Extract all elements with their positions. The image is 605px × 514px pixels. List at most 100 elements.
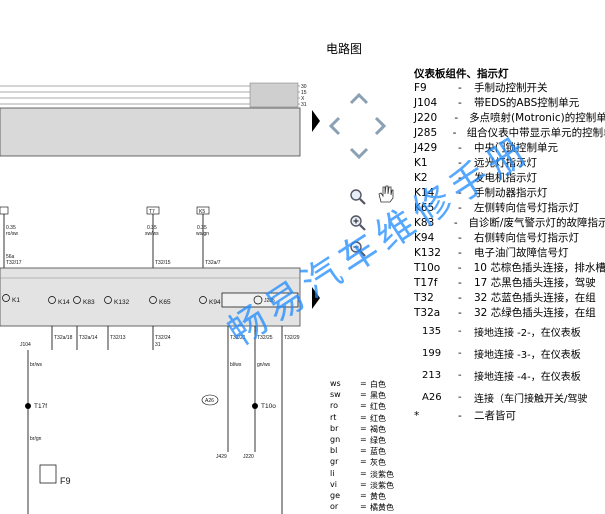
color-name: 红色 — [370, 413, 386, 423]
legend-row: 199-接地连接 -3-，在仪表板 — [414, 342, 605, 364]
color-name: 褐色 — [370, 424, 386, 434]
legend-row: J104-带EDS的ABS控制单元 — [414, 96, 580, 110]
color-row: sw=黑色 — [330, 390, 386, 401]
color-code: bl — [330, 446, 338, 456]
legend-code: 199 — [422, 347, 442, 359]
legend-code: T17f — [414, 276, 438, 289]
legend-desc: 手制动控制开关 — [474, 82, 548, 94]
pan-down-icon[interactable] — [348, 146, 370, 160]
panel-title: 电路图 — [326, 42, 363, 56]
bus-label: X — [301, 96, 305, 102]
legend-row: J429-中央门锁控制单元 — [414, 141, 558, 155]
legend-code: K2 — [414, 171, 428, 184]
bus-label: 31 — [301, 102, 307, 108]
color-row: li=淡紫色 — [330, 468, 394, 479]
legend-row: T10o-10 芯棕色插头连接，排水槽 — [414, 261, 605, 275]
legend-code: K132 — [414, 246, 441, 259]
wire-color: ws/gn — [196, 231, 209, 237]
bus-label: 30 — [301, 84, 307, 90]
wire-color: ro/sw — [6, 231, 18, 237]
legend-code: T32 — [414, 291, 434, 304]
connector-label: T32a/18 — [54, 335, 73, 341]
connector-label: A26 — [205, 398, 214, 404]
legend-row: F9-手制动控制开关 — [414, 81, 548, 95]
legend-code: J285 — [414, 126, 438, 139]
connector-label: T10o — [261, 403, 276, 410]
wire-color: gn/ws — [257, 362, 271, 368]
color-row: bl=蓝色 — [330, 446, 386, 457]
pan-right-icon[interactable] — [373, 115, 387, 137]
legend-code: 213 — [422, 369, 442, 381]
pan-up-icon[interactable] — [348, 92, 370, 106]
legend-code: * — [414, 409, 420, 422]
component-label: K132 — [114, 299, 130, 306]
component-legend: F9-手制动控制开关 J104-带EDS的ABS控制单元 J220-多点喷射(M… — [414, 80, 605, 423]
color-row: br=褐色 — [330, 423, 386, 434]
expand-right-arrow[interactable] — [312, 110, 320, 132]
lamp-k65 — [149, 296, 157, 304]
wire-color: bl/ws — [230, 362, 242, 368]
lower-wires — [27, 326, 283, 514]
connector-dot — [25, 403, 31, 409]
color-code: or — [330, 502, 339, 512]
connector-label: 56a — [6, 254, 15, 260]
legend-desc: 17 芯黑色插头连接，驾驶 — [474, 277, 596, 289]
color-code: vi — [330, 479, 337, 489]
legend-desc: 二者皆可 — [474, 410, 516, 422]
legend-desc: 发电机指示灯 — [474, 172, 537, 184]
legend-row: J220-多点喷射(Motronic)的控制单元 — [414, 111, 605, 125]
zoom-fit-icon[interactable] — [349, 188, 367, 206]
legend-desc: 连接（车门接触开关/驾驶 — [474, 393, 588, 405]
legend-code: K83 — [414, 216, 435, 229]
legend-desc: 电子油门故障信号灯 — [474, 247, 569, 259]
legend-desc: 32 芯绿色插头连接，在组 — [474, 307, 596, 319]
legend-code: T32a — [414, 306, 441, 319]
legend-desc: 接地连接 -4-，在仪表板 — [474, 371, 581, 383]
legend-desc: 右侧转向信号灯指示灯 — [474, 232, 579, 244]
legend-row: T17f-17 芯黑色插头连接，驾驶 — [414, 276, 596, 290]
j285-symbol — [253, 295, 263, 305]
color-row: rt=红色 — [330, 412, 386, 423]
legend-code: T10o — [414, 261, 441, 274]
hand-pan-icon[interactable] — [376, 184, 394, 204]
legend-row: K83-自诊断/废气警示灯的故障指示灯 — [414, 216, 605, 230]
pan-left-icon[interactable] — [328, 115, 342, 137]
legend-desc: 手制动器指示灯 — [474, 187, 548, 199]
wire-color: br/gn — [30, 436, 42, 442]
zoom-in-icon[interactable] — [349, 214, 367, 232]
wire-size: 0.35 — [6, 225, 16, 231]
color-name: 黄色 — [370, 491, 386, 501]
component-label: K14 — [58, 299, 70, 306]
legend-desc: 组合仪表中带显示单元的控制单元 — [466, 127, 605, 139]
connector-label: T32/24 — [155, 335, 171, 341]
wire-color: br/ws — [30, 362, 42, 368]
component-label: K83 — [83, 299, 95, 306]
component-label: K1 — [12, 297, 20, 304]
switch-f9 — [39, 464, 57, 484]
legend-row: K2-发电机指示灯 — [414, 171, 537, 185]
wire-color: sw/ws — [145, 231, 159, 237]
wire-color-legend: ws=白色 sw=黑色 ro=红色 rt=红色 br=褐色 gn=绿色 bl=蓝… — [330, 379, 394, 513]
color-code: ws — [330, 379, 341, 388]
color-name: 红色 — [370, 402, 386, 412]
legend-row: K132-电子油门故障信号灯 — [414, 246, 569, 260]
legend-code: K14 — [414, 186, 435, 199]
legend-row: 213-接地连接 -4-，在仪表板 — [414, 364, 605, 386]
legend-row: K94-右侧转向信号灯指示灯 — [414, 231, 579, 245]
legend-row: K1-远光灯指示灯 — [414, 156, 537, 170]
expand-right-arrow[interactable] — [312, 287, 320, 309]
legend-row: T32a-32 芯绿色插头连接，在组 — [414, 306, 596, 320]
lamp-group — [2, 294, 207, 304]
legend-desc: 接地连接 -3-，在仪表板 — [474, 349, 581, 361]
legend-row: *-二者皆可 — [414, 409, 516, 423]
color-name: 黑色 — [370, 391, 386, 401]
lamp-k94 — [199, 296, 207, 304]
relay-panel — [0, 107, 301, 157]
lamp-k83 — [73, 296, 81, 304]
color-code: br — [330, 423, 339, 433]
legend-code: 135 — [422, 325, 442, 337]
zoom-out-icon[interactable] — [349, 240, 367, 258]
connector-label: T32/21 — [230, 335, 246, 341]
component-label: K94 — [209, 299, 221, 306]
legend-row: J285-组合仪表中带显示单元的控制单元 — [414, 126, 605, 140]
